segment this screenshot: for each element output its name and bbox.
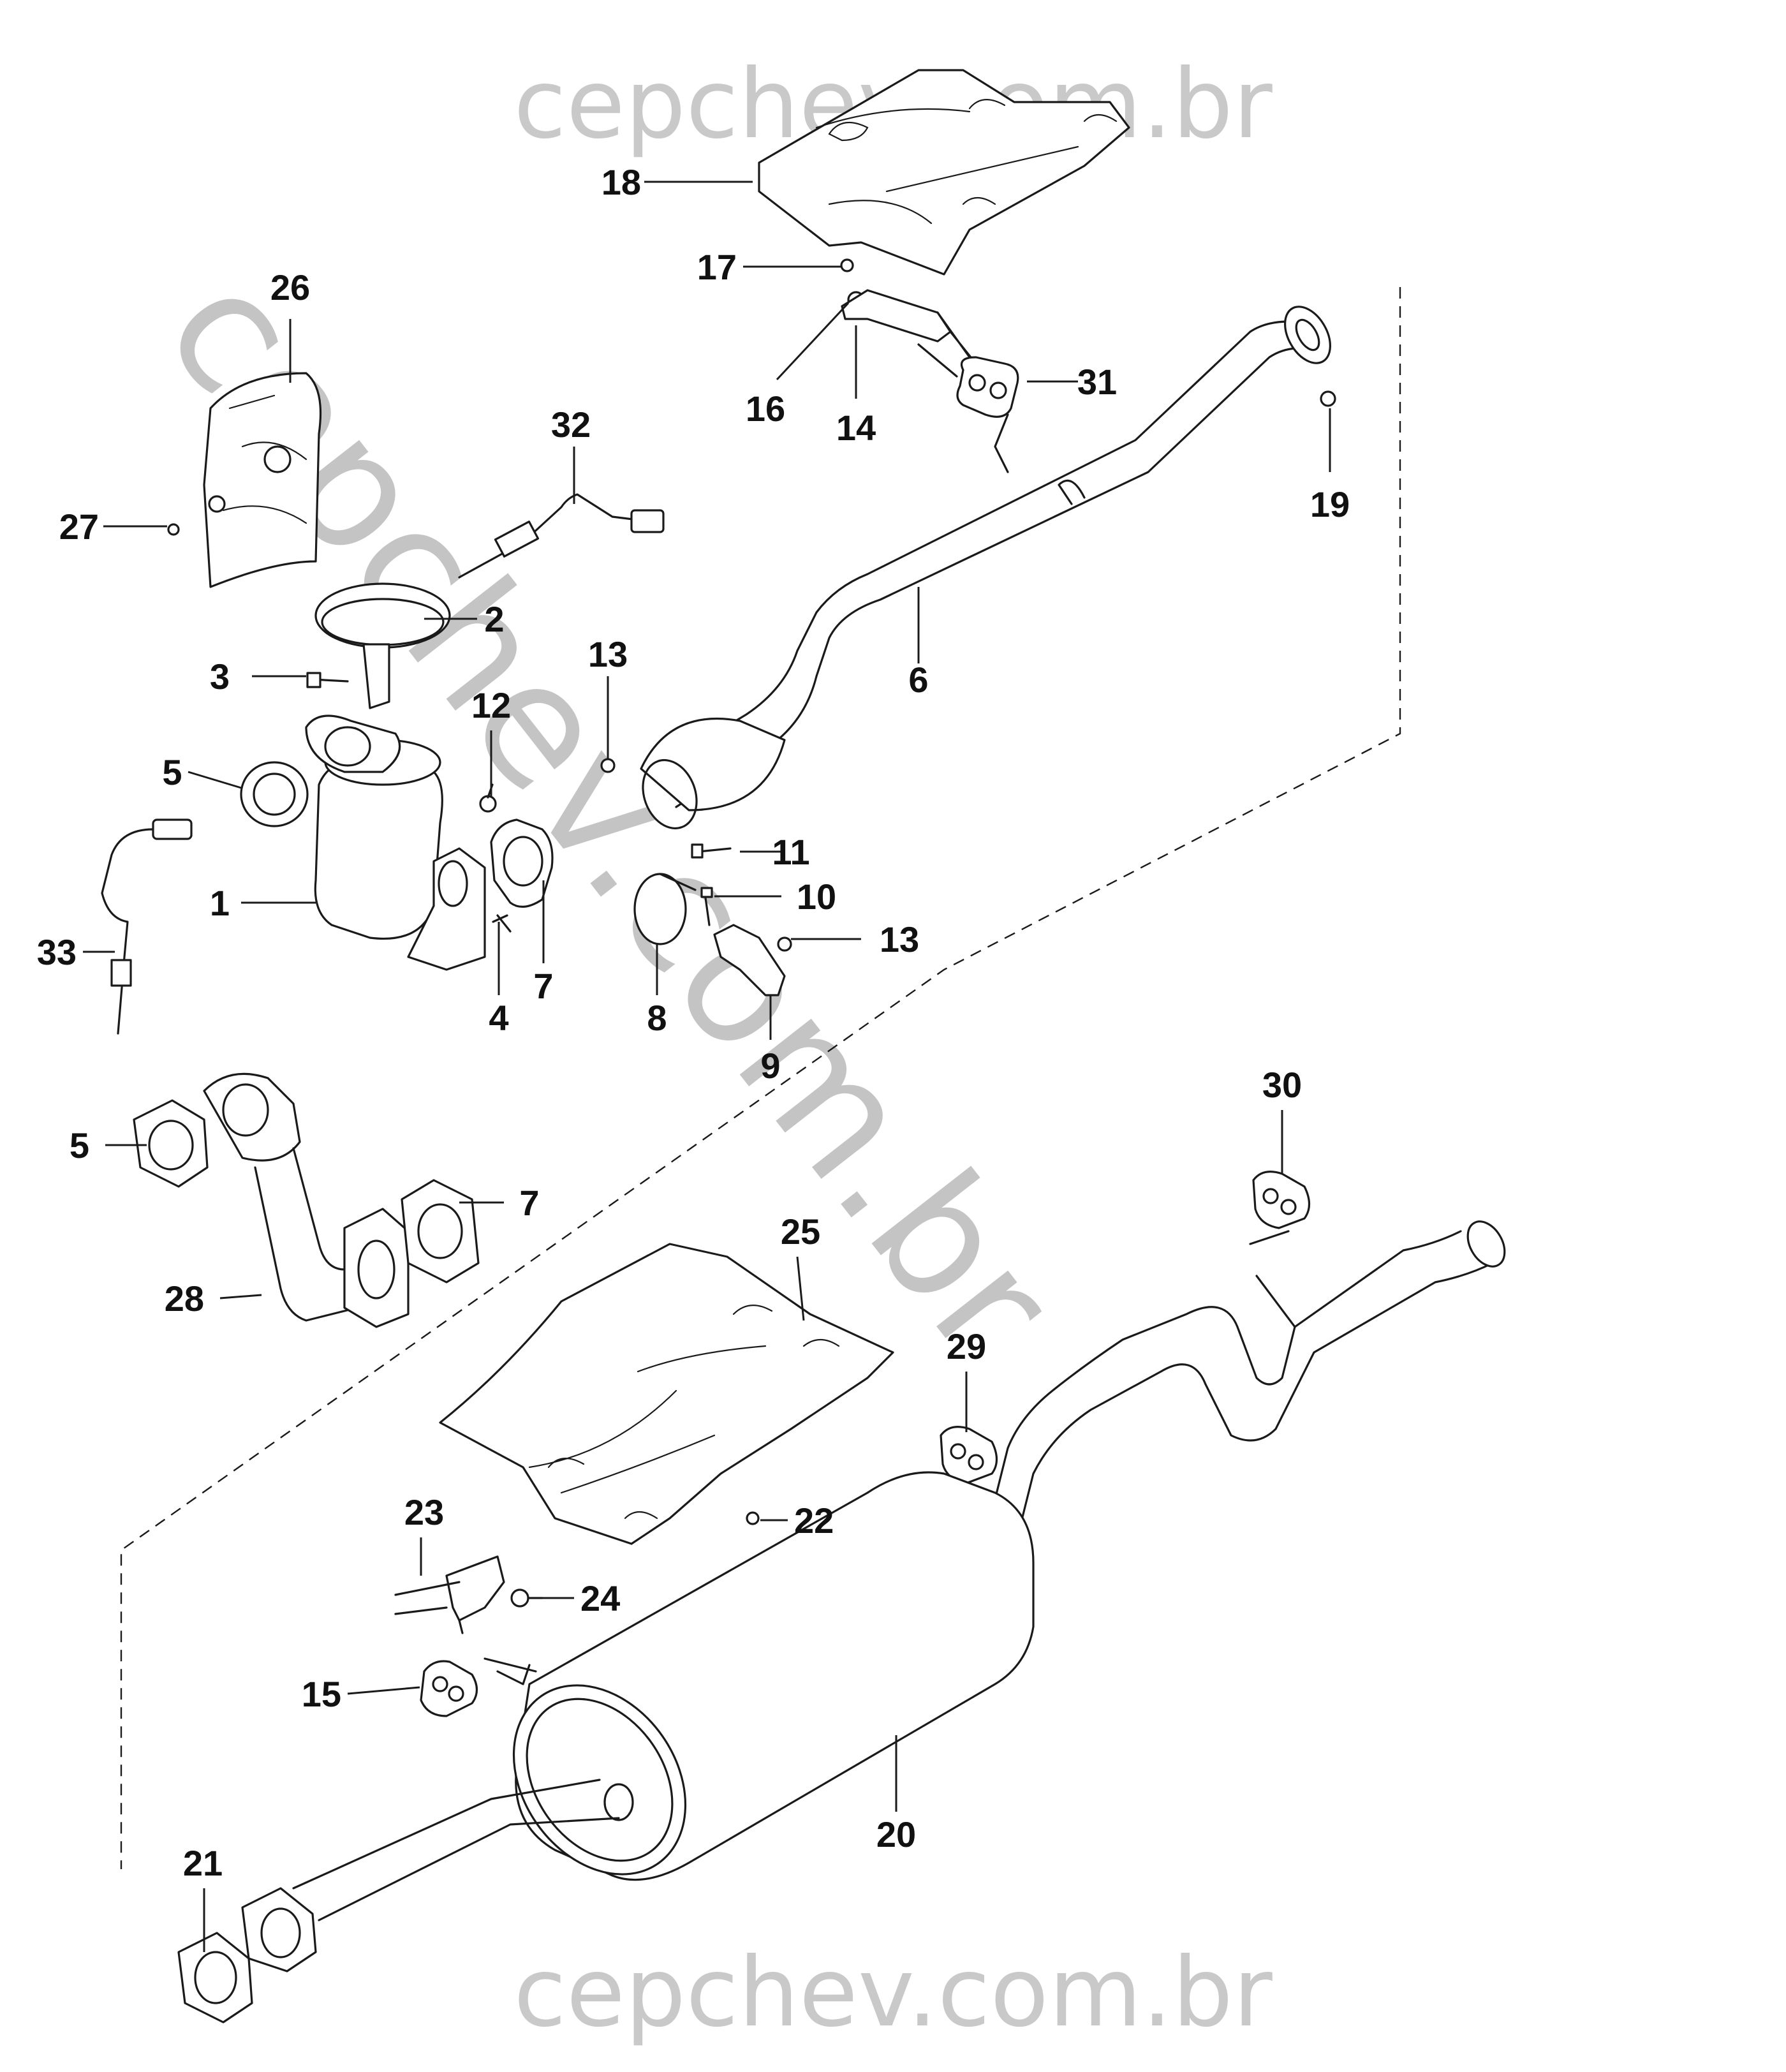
callout-16: 16 <box>746 389 785 429</box>
callout-25: 25 <box>781 1211 820 1252</box>
callout-32: 32 <box>551 404 591 445</box>
callout-33: 33 <box>37 932 77 972</box>
part-31-rubber-hanger <box>956 356 1019 418</box>
callout-5-lower: 5 <box>70 1125 89 1166</box>
part-33-oxygen-sensor-lower <box>101 818 193 1035</box>
callout-26: 26 <box>270 267 310 307</box>
part-11-bolt <box>691 843 732 859</box>
callout-19: 19 <box>1310 484 1350 524</box>
callout-13-upper: 13 <box>588 634 628 674</box>
part-1-catalytic-converter <box>305 714 486 971</box>
callout-23: 23 <box>404 1492 444 1532</box>
dashed-assembly-lines <box>120 287 1401 1869</box>
part-26-converter-heat-shield <box>203 372 322 588</box>
part-3-bolt <box>306 672 349 688</box>
callout-2: 2 <box>484 599 504 639</box>
part-23-hanger-bracket <box>394 1555 505 1634</box>
part-4-stud <box>492 914 512 933</box>
callout-12: 12 <box>471 685 511 725</box>
part-22-nut <box>746 1511 760 1525</box>
part-21-gasket <box>177 1932 253 2024</box>
part-10-bolt <box>700 887 713 926</box>
callout-15: 15 <box>302 1674 341 1714</box>
callout-30: 30 <box>1262 1065 1302 1105</box>
callout-3: 3 <box>210 656 230 697</box>
callout-labels: 18 17 16 14 31 19 26 27 32 2 3 6 12 13 5… <box>37 162 1350 1883</box>
part-17-nut <box>840 258 854 272</box>
callout-6: 6 <box>908 660 928 700</box>
callout-8: 8 <box>647 998 667 1038</box>
part-28-front-pipe <box>203 1072 410 1328</box>
part-18-heat-shield-upper <box>758 69 1130 276</box>
part-30-rubber-hanger <box>1252 1171 1311 1229</box>
part-24-bolt <box>510 1588 543 1608</box>
callout-5-upper: 5 <box>162 752 182 792</box>
callout-13-lower: 13 <box>880 919 919 959</box>
callout-28: 28 <box>165 1278 204 1319</box>
callout-1: 1 <box>210 883 230 923</box>
callout-17: 17 <box>697 247 737 287</box>
callout-22: 22 <box>794 1500 834 1541</box>
part-27-clip <box>167 523 180 536</box>
part-13-nut-upper <box>600 758 616 773</box>
part-14-bracket <box>841 289 977 378</box>
callout-20: 20 <box>876 1814 916 1854</box>
part-5-gasket-lower <box>133 1099 209 1188</box>
callout-31: 31 <box>1077 362 1117 402</box>
part-19-nut <box>1320 390 1336 407</box>
callout-4: 4 <box>489 998 508 1038</box>
part-32-oxygen-sensor-upper <box>458 493 665 579</box>
part-15-rubber-hanger <box>420 1660 478 1717</box>
callout-14: 14 <box>836 408 876 448</box>
part-7-gasket-lower <box>401 1179 480 1284</box>
callout-7-lower: 7 <box>519 1183 539 1223</box>
part-2-clamp <box>314 582 451 709</box>
part-7-gasket-upper <box>490 818 554 908</box>
leader-lines <box>83 181 1331 1952</box>
part-8-clamp <box>633 873 697 945</box>
callout-21: 21 <box>183 1843 223 1883</box>
part-6-intermediate-pipe <box>640 306 1331 830</box>
part-25-heat-shield-lower <box>439 1243 894 1545</box>
part-13-nut-lower <box>777 936 792 952</box>
callout-11: 11 <box>772 832 809 872</box>
callout-29: 29 <box>947 1326 986 1366</box>
callout-7-upper: 7 <box>533 966 553 1006</box>
callout-10: 10 <box>797 877 836 917</box>
callout-18: 18 <box>601 162 641 202</box>
part-9-bracket <box>713 924 786 996</box>
callout-9: 9 <box>760 1046 780 1086</box>
watermark-bottom: cepchev.com.br <box>513 1937 1273 2048</box>
callout-24: 24 <box>580 1578 620 1618</box>
part-5-gasket-upper <box>240 761 309 827</box>
callout-27: 27 <box>59 507 99 547</box>
